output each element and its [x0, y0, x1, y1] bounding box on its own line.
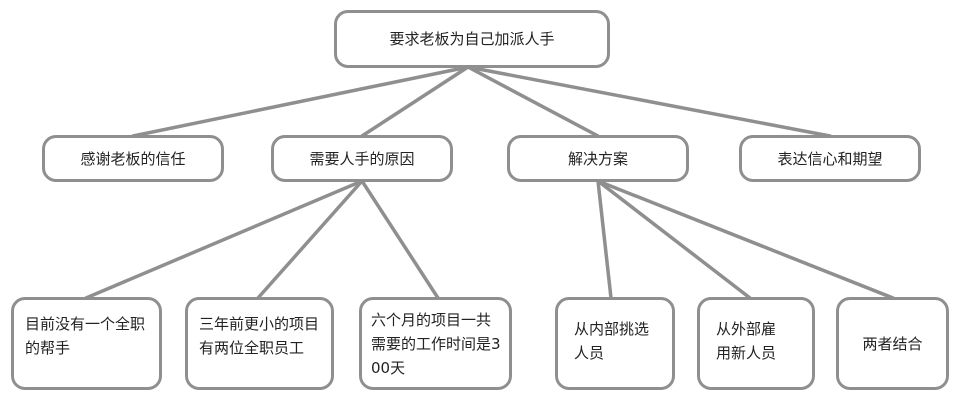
node-reasons: 需要人手的原因 [271, 135, 453, 182]
node-reason-past-staff-label: 三年前更小的项目有两位全职员工 [199, 315, 320, 357]
node-confidence: 表达信心和期望 [739, 135, 921, 182]
node-thanks-label: 感谢老板的信任 [80, 149, 186, 168]
connector-reasons-1 [84, 179, 364, 300]
connector-root-solutions [466, 65, 600, 138]
connector-reasons-2 [256, 179, 364, 300]
connector-solutions-2 [596, 179, 752, 300]
connector-solutions-3 [596, 179, 895, 300]
connector-root-thanks [131, 65, 470, 138]
root-node-label: 要求老板为自己加派人手 [389, 30, 555, 48]
node-reason-no-helper-label: 目前没有一个全职的帮手 [25, 315, 146, 357]
node-reason-past-staff: 三年前更小的项目有两位全职员工 [185, 297, 334, 390]
node-solution-internal: 从内部挑选人员 [555, 297, 675, 390]
node-reason-workload-label: 六个月的项目一共需要的工作时间是300天 [371, 311, 501, 377]
connector-solutions-1 [596, 179, 613, 300]
node-solution-external-label: 从外部雇用新人员 [716, 320, 777, 362]
node-solution-external: 从外部雇用新人员 [697, 297, 815, 390]
node-solution-combined-label: 两者结合 [862, 334, 923, 353]
node-confidence-label: 表达信心和期望 [777, 149, 883, 168]
node-solutions: 解决方案 [507, 135, 689, 182]
node-solution-combined: 两者结合 [836, 297, 949, 390]
node-solution-internal-label: 从内部挑选人员 [574, 320, 650, 362]
node-solutions-label: 解决方案 [567, 149, 628, 168]
node-reasons-label: 需要人手的原因 [309, 149, 415, 168]
node-thanks: 感谢老板的信任 [42, 135, 224, 182]
node-reason-workload: 六个月的项目一共需要的工作时间是300天 [359, 297, 512, 390]
connector-reasons-3 [360, 179, 440, 300]
node-reason-no-helper: 目前没有一个全职的帮手 [11, 297, 162, 390]
root-node: 要求老板为自己加派人手 [334, 10, 610, 68]
connector-root-confidence [466, 65, 832, 138]
connector-root-reasons [360, 65, 470, 138]
